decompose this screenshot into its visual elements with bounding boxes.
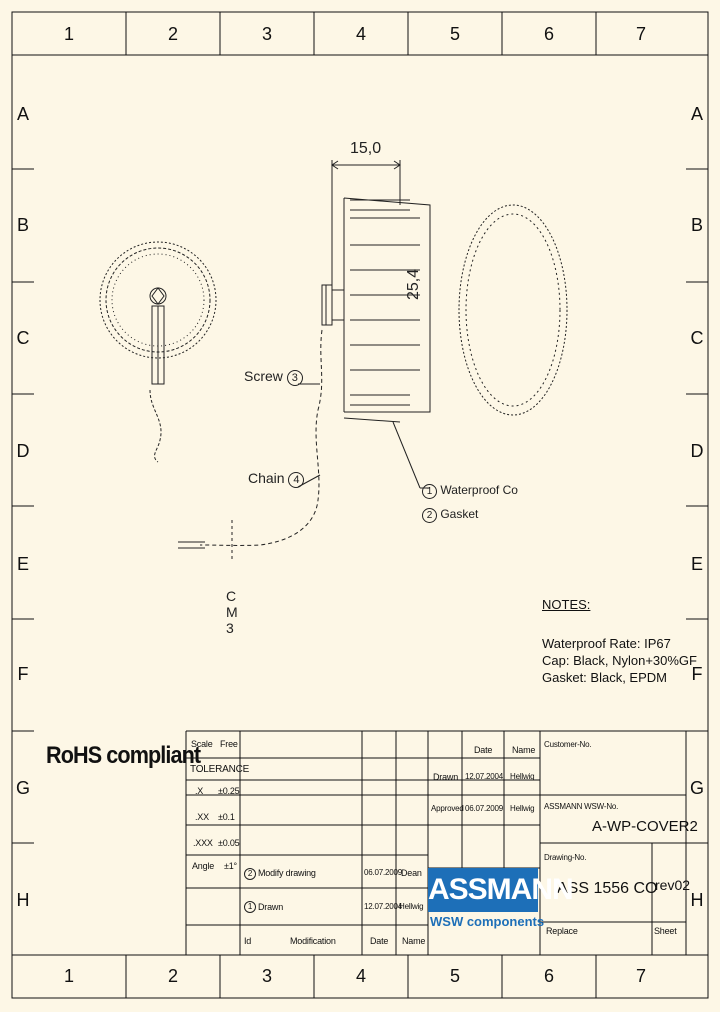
scale-value: Free [220,739,238,749]
callout-2-number: 2 [422,508,437,523]
notes-block: NOTES: Waterproof Rate: IP67 Cap: Black,… [542,596,697,686]
label-screw: Screw 3 [244,368,303,386]
note-line: Waterproof Rate: IP67 [542,636,671,651]
front-view-cap [99,241,217,463]
row-letter: C [690,328,704,348]
column-number: 6 [543,966,554,986]
assmann-logo: ASSMANN WSW components [428,868,574,932]
technical-drawing [99,160,568,560]
logo-tagline: WSW components [430,914,545,929]
row-letter: A [690,104,703,124]
row-letter: D [16,441,30,461]
column-number: 6 [543,24,554,44]
revision-1-date: 12.07.2004 [364,902,403,911]
row-letter: E [690,554,703,574]
row-letter: C [16,328,30,348]
row-letter: G [689,778,704,798]
notes-heading: NOTES: [542,597,591,612]
tolerance-xxx-value: ±0.05 [218,838,240,848]
drawn-label: Drawn [433,772,459,782]
row-letter: G [15,778,30,798]
column-number: 5 [449,24,460,44]
tolerance-label: TOLERANCE [190,764,250,775]
column-number: 1 [63,24,74,44]
row-letter: F [17,664,29,684]
label-chain-number: 4 [288,472,305,488]
callout-2-text: Gasket [440,507,479,521]
tolerance-x-value: ±0.25 [218,786,240,796]
assmann-part-number: A-WP-COVER2 [592,818,698,835]
angle-label: Angle [192,861,215,871]
column-number: 4 [355,24,366,44]
drawing-number: ASS 1556 CO [557,880,658,897]
column-number: 2 [167,966,178,986]
row-letter: A [16,104,29,124]
row-letter: B [690,215,703,235]
row-letter: H [16,890,30,910]
callout-1-number: 1 [422,484,437,499]
revision-2-date: 06.07.2009 [364,868,403,877]
column-id-header: Id [244,936,252,946]
revision-2-description: Modify drawing [258,868,316,878]
column-name-header: Name [402,936,426,946]
name-header: Name [512,745,536,755]
revision-1-number: 1 [244,901,256,913]
revision-code: rev02 [655,877,691,893]
tolerance-xxx: .XXX [193,838,213,848]
column-number: 7 [635,24,646,44]
approved-date: 06.07.2009 [465,804,504,813]
revision-1-description: Drawn [258,902,284,912]
revision-2-name: Dean [401,868,422,878]
drawing-no-label: Drawing-No. [544,853,587,862]
label-chain: Chain 4 [248,470,305,488]
row-letter: E [16,554,29,574]
rohs-label: RoHS compliant [46,742,201,769]
column-modification-header: Modification [290,936,336,946]
tolerance-xx: .XX [195,812,209,822]
drawn-date: 12.07.2004 [465,772,504,781]
approved-label: Approved [431,804,464,813]
dimension-width: 15,0 [350,140,382,157]
label-screw-text: Screw [244,368,283,384]
replace-label: Replace [546,926,578,936]
revision-2-number: 2 [244,868,256,880]
column-number: 5 [449,966,460,986]
callout-gasket: 2 Gasket [422,507,478,523]
callout-1-text: Waterproof Co [440,483,518,497]
scale-label: Scale [191,739,213,749]
label-screw-number: 3 [286,370,303,386]
note-line: Cap: Black, Nylon+30%GF [542,653,697,668]
side-view-cap [178,160,431,560]
approved-name: Hellwig [510,804,535,813]
callout-waterproof-cover: 1 Waterproof Co [422,483,518,499]
column-number: 4 [355,966,366,986]
row-letter: H [690,890,704,910]
label-cm: CM3 [226,588,238,636]
note-line: Gasket: Black, EPDM [542,670,667,685]
angle-value: ±1° [224,861,237,871]
column-number: 1 [63,966,74,986]
column-number: 7 [635,966,646,986]
dimension-height: 25,4 [405,268,422,300]
column-number: 2 [167,24,178,44]
revision-1-name: Hellwig [399,902,424,911]
column-number: 3 [261,24,272,44]
drawn-name: Hellwig [510,772,535,781]
column-number: 3 [261,966,272,986]
tolerance-x: .X [195,786,204,796]
row-letter: F [691,664,703,684]
tolerance-xx-value: ±0.1 [218,812,235,822]
gasket-ring-view [458,204,568,416]
assmann-no-label: ASSMANN WSW-No. [544,802,619,811]
logo-wordmark: ASSMANN [428,868,574,912]
sheet-label: Sheet [654,926,677,936]
date-header: Date [474,745,493,755]
customer-no-label: Customer-No. [544,740,592,749]
column-date-header: Date [370,936,389,946]
label-chain-text: Chain [248,470,285,486]
row-letter: D [690,441,704,461]
row-letter: B [16,215,29,235]
